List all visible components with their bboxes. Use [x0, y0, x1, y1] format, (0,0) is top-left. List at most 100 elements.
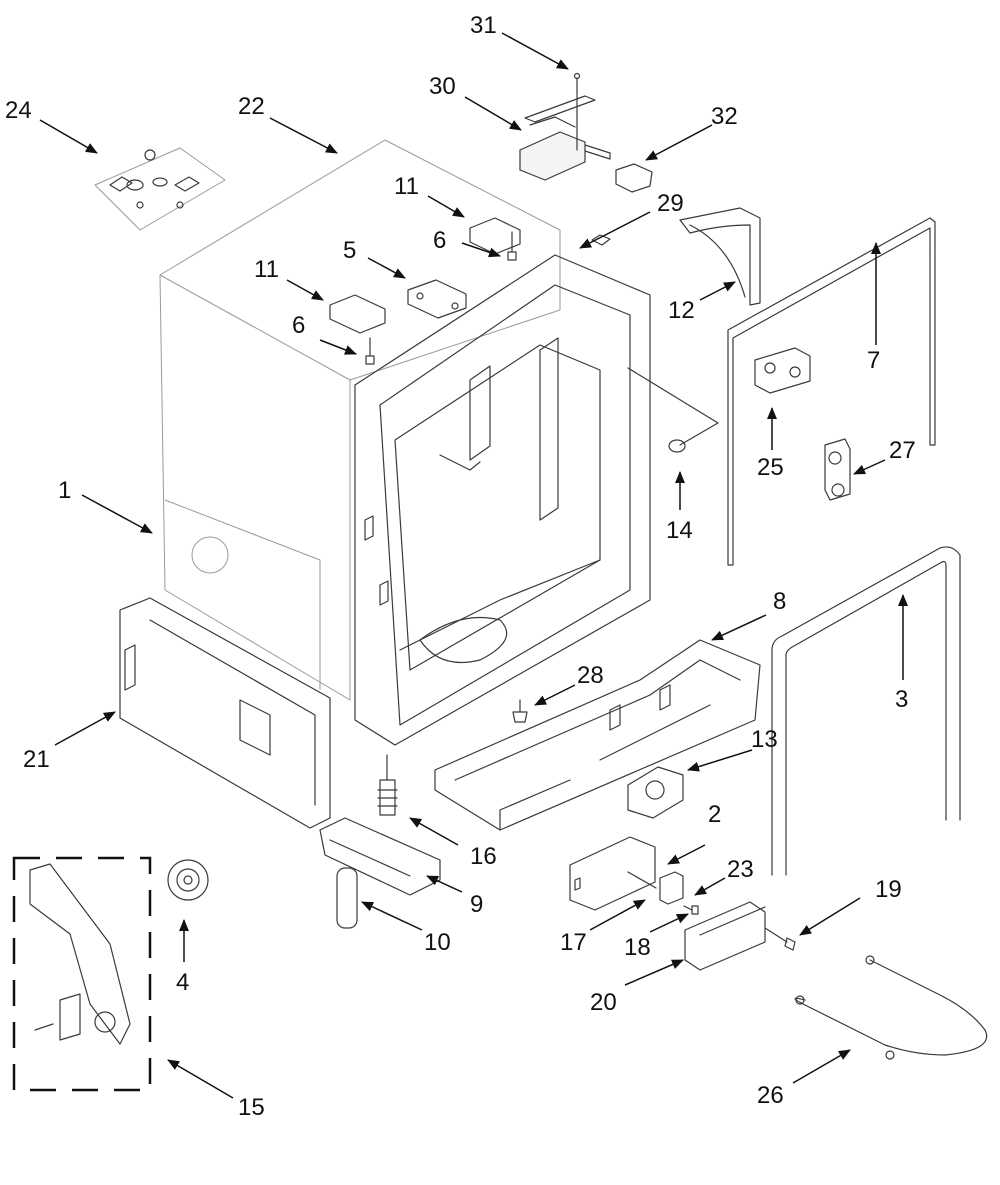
part-22-tub-insulation: [159, 139, 561, 701]
callout-13: 13: [751, 726, 778, 753]
part-1-tub: [354, 254, 651, 746]
part-23-terminal-block: [659, 871, 684, 905]
part-32-clip: [615, 163, 653, 193]
leader-2: [667, 844, 706, 865]
callout-24: 24: [5, 97, 32, 124]
part-4-gear-wheel: [167, 859, 209, 901]
leader-24: [39, 119, 98, 154]
part-11-bracket-lower: [329, 294, 386, 334]
part-11-bracket-upper: [469, 217, 521, 255]
part-9-drain-tray: [319, 817, 441, 896]
part-19-screw: [764, 927, 796, 951]
leader-11b: [286, 279, 324, 301]
leader-6a: [461, 242, 501, 258]
callout-11b: 11: [254, 256, 279, 283]
part-12-corner-trim: [679, 207, 761, 306]
part-16-leveling-leg: [377, 754, 398, 816]
callout-2: 2: [708, 801, 721, 828]
callout-4: 4: [176, 969, 189, 996]
part-6-screw-lower: [365, 337, 375, 365]
callout-27: 27: [889, 437, 916, 464]
callout-7: 7: [867, 347, 880, 374]
leader-32: [645, 124, 713, 161]
leader-31: [501, 32, 569, 70]
part-21-front-frame: [119, 597, 331, 829]
callout-5: 5: [343, 237, 356, 264]
callout-28: 28: [577, 662, 604, 689]
callout-21: 21: [23, 746, 50, 773]
part-3-gasket: [771, 546, 961, 876]
callout-10: 10: [424, 929, 451, 956]
callout-32: 32: [711, 103, 738, 130]
callout-26: 26: [757, 1082, 784, 1109]
callout-31: 31: [470, 12, 497, 39]
leader-23: [694, 877, 726, 896]
part-8-base: [434, 639, 761, 831]
part-24-hardware-bag: [94, 147, 226, 231]
callout-30: 30: [429, 73, 456, 100]
leader-18: [649, 913, 689, 933]
leader-15: [167, 1059, 234, 1099]
callout-19: 19: [875, 876, 902, 903]
callout-15: 15: [238, 1094, 265, 1121]
leader-1: [81, 494, 153, 534]
part-13-float: [627, 766, 684, 819]
part-10-tube: [336, 867, 358, 929]
callout-17: 17: [560, 929, 587, 956]
leader-22: [269, 117, 338, 154]
leader-29: [579, 211, 651, 249]
part-6-screw-upper: [507, 231, 517, 261]
leader-20: [624, 959, 684, 986]
callout-1: 1: [58, 477, 71, 504]
part-7-side-gasket: [727, 217, 936, 566]
leader-30: [464, 96, 522, 131]
part-17-screw: [627, 871, 657, 889]
callout-20: 20: [590, 989, 617, 1016]
callout-22: 22: [238, 93, 265, 120]
part-28-screw: [512, 699, 528, 723]
leader-28: [534, 684, 576, 706]
part-5-bracket: [407, 279, 467, 319]
leader-12: [699, 281, 736, 301]
callout-6a: 6: [433, 227, 446, 254]
callout-8: 8: [773, 588, 786, 615]
leader-8: [711, 614, 767, 641]
callout-18: 18: [624, 934, 651, 961]
leader-19: [799, 897, 861, 936]
callout-3: 3: [895, 686, 908, 713]
leader-6b: [319, 339, 357, 355]
part-27-rack-roller: [824, 438, 851, 501]
leader-27: [853, 459, 886, 475]
leader-lines: [39, 32, 908, 1099]
callout-9: 9: [470, 891, 483, 918]
callout-14: 14: [666, 517, 693, 544]
part-30-vent-assembly: [519, 95, 611, 181]
leader-17: [589, 899, 646, 931]
part-2-bracket: [569, 836, 656, 911]
part-20-cover: [684, 901, 766, 971]
leader-5: [367, 257, 406, 279]
part-18-screw: [683, 905, 699, 915]
leader-11a: [427, 195, 465, 218]
part-15-hinge-kit: [12, 856, 152, 1092]
leader-26: [792, 1049, 851, 1084]
callout-25: 25: [757, 454, 784, 481]
callout-12: 12: [668, 297, 695, 324]
part-31-screw: [573, 72, 581, 151]
callout-16: 16: [470, 843, 497, 870]
callout-29: 29: [657, 190, 684, 217]
leader-9: [426, 875, 463, 893]
part-14-plug: [627, 367, 719, 453]
callout-11a: 11: [394, 173, 419, 200]
leader-21: [54, 711, 116, 746]
leader-13: [687, 749, 753, 772]
part-25-rack-roller: [754, 347, 811, 394]
leader-10: [361, 901, 423, 931]
part-26-wire-harness: [794, 955, 988, 1060]
callout-23: 23: [727, 856, 754, 883]
leader-16: [409, 817, 459, 846]
callout-labels: 1 2 3 4 5 6 6 7 8 9 10 11 11 12 13 14 15…: [5, 12, 916, 1121]
callout-6b: 6: [292, 312, 305, 339]
